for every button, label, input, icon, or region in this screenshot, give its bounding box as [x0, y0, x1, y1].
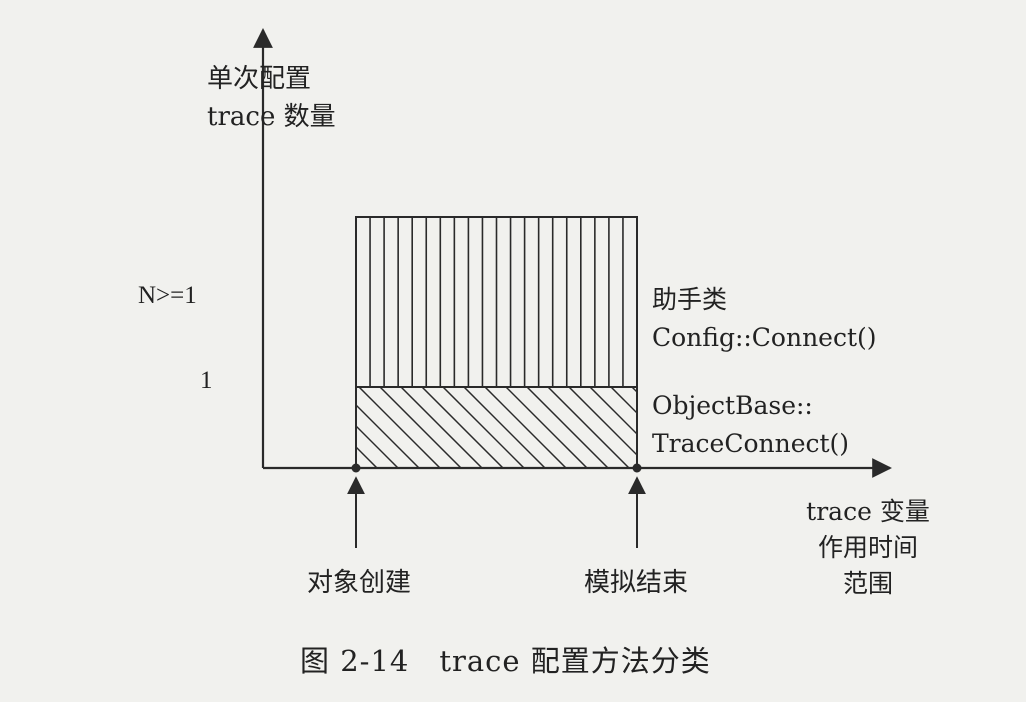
upper-region-label-line1: 助手类 [652, 285, 728, 314]
lower-hatch-line [358, 387, 441, 468]
y-axis-label-line1: 单次配置 [207, 64, 312, 94]
y-tick-upper: N>=1 [138, 282, 197, 309]
lower-hatch-line [442, 387, 525, 468]
start-event-dot [351, 463, 361, 473]
lower-region-label: ObjectBase:: TraceConnect() [652, 387, 849, 463]
x-axis-label: trace 变量 作用时间 范围 [800, 494, 936, 602]
y-axis-label-line2: trace 数量 [207, 102, 336, 132]
lower-hatch-line [356, 466, 357, 468]
lower-region-outline [355, 386, 638, 469]
lower-hatch-line [463, 387, 546, 468]
x-axis-label-line2: 作用时间 [817, 533, 918, 562]
lower-region-traceconnect [356, 387, 637, 468]
lower-hatch-line [526, 387, 609, 468]
end-event-label: 模拟结束 [584, 568, 689, 598]
upper-region-label: 助手类 Config::Connect() [652, 281, 877, 357]
lower-hatch-line [505, 387, 588, 468]
upper-region-label-line2: Config::Connect() [652, 323, 877, 352]
figure-caption: 图 2-14 trace 配置方法分类 [300, 644, 711, 678]
x-axis-label-line3: 范围 [842, 569, 893, 598]
end-event-dot [632, 463, 642, 473]
x-axis-label-line1: trace 变量 [806, 497, 930, 526]
lower-hatch-line [400, 387, 483, 468]
y-axis-label: 单次配置 trace 数量 [207, 60, 336, 136]
lower-hatch-line [356, 424, 399, 468]
lower-region-label-line1: ObjectBase:: [652, 391, 813, 420]
lower-region-label-line2: TraceConnect() [652, 429, 850, 458]
lower-hatch-line [421, 387, 504, 468]
lower-hatch-line [589, 387, 637, 436]
start-event-label: 对象创建 [307, 568, 412, 598]
y-tick-lower: 1 [200, 367, 213, 394]
lower-hatch-line [610, 387, 637, 415]
lower-hatch-line [356, 403, 420, 468]
lower-hatch-line [379, 387, 462, 468]
lower-hatch-line [484, 387, 567, 468]
lower-hatch-line [547, 387, 630, 468]
upper-region-config-connect [369, 217, 624, 387]
lower-hatch-line [356, 445, 378, 468]
